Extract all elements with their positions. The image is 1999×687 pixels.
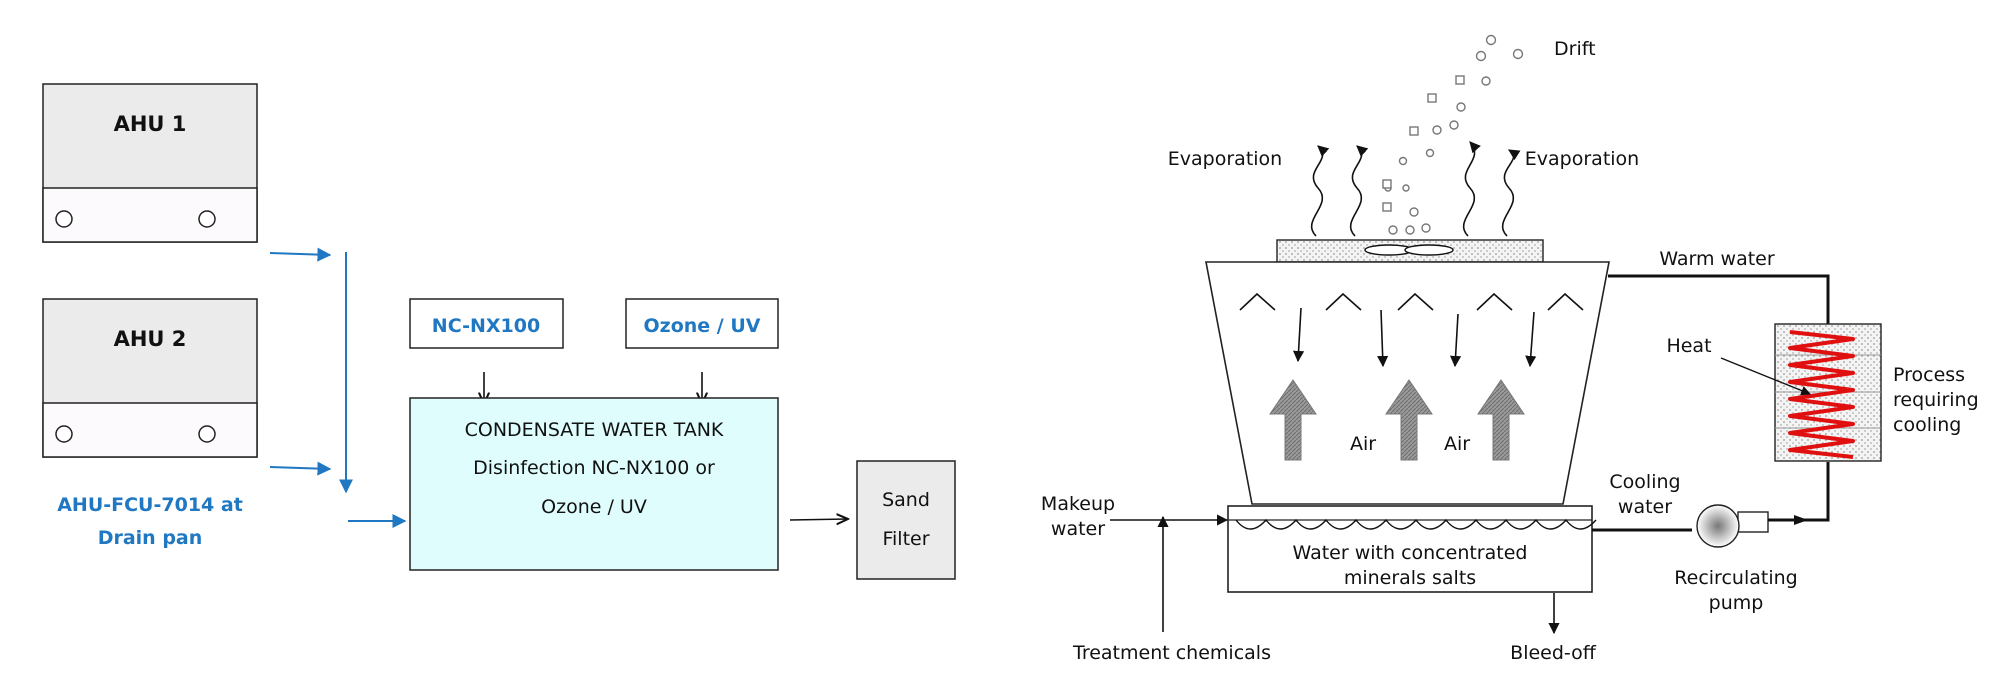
- filter-line2: Filter: [882, 528, 929, 550]
- evaporation-waves: [1310, 141, 1521, 237]
- process-label-line3: cooling: [1893, 414, 1961, 436]
- heat-pointer-arrow: [1720, 357, 1811, 396]
- tank-line3: Ozone / UV: [541, 496, 647, 518]
- air-flow-arrows: [1269, 379, 1525, 461]
- ozone-uv-box: Ozone / UV: [625, 298, 779, 349]
- fan-deck: [1276, 239, 1544, 263]
- ahu-2-unit: AHU 2: [42, 298, 258, 458]
- heating-coil: [1788, 330, 1855, 459]
- pump-label-line2: pump: [1709, 592, 1764, 614]
- condensate-flow-arrows: [269, 247, 407, 528]
- drift-particles: [1382, 34, 1524, 235]
- cooling-water-label-line1: Cooling: [1609, 471, 1680, 493]
- ahu-2-label: AHU 2: [114, 327, 187, 351]
- drift-label: Drift: [1554, 38, 1596, 60]
- tank-line2: Disinfection NC-NX100 or: [473, 457, 715, 479]
- filter-line1: Sand: [882, 489, 930, 511]
- nc-nx100-label: NC-NX100: [432, 315, 540, 337]
- air-label-2: Air: [1444, 433, 1470, 455]
- evaporation-left-label: Evaporation: [1168, 148, 1282, 170]
- cooling-tower-body: Air Air: [1205, 261, 1610, 505]
- condensate-water-tank: CONDENSATE WATER TANK Disinfection NC-NX…: [409, 397, 779, 571]
- nc-nx100-box: NC-NX100: [409, 298, 564, 349]
- makeup-label-line2: water: [1051, 518, 1105, 540]
- evaporation-right-label: Evaporation: [1525, 148, 1639, 170]
- heat-label: Heat: [1666, 335, 1711, 357]
- tank-title: CONDENSATE WATER TANK: [465, 419, 724, 441]
- source-label-line1: AHU-FCU-7014 at: [57, 494, 243, 516]
- sand-filter: Sand Filter: [856, 460, 956, 580]
- makeup-label-line1: Makeup: [1041, 493, 1115, 515]
- cold-water-basin: Water with concentrated minerals salts: [1227, 505, 1597, 593]
- process-loop-pipes: [1608, 274, 1830, 522]
- warm-water-label: Warm water: [1659, 248, 1775, 270]
- basin-label-line1: Water with concentrated: [1293, 542, 1528, 564]
- ahu-1-unit: AHU 1: [42, 83, 258, 243]
- return-flow-arrowhead: [1794, 515, 1808, 525]
- process-heat-exchanger: [1774, 323, 1882, 462]
- tank-to-filter-arrow: [789, 519, 848, 520]
- recirculating-pump: [1696, 504, 1769, 548]
- process-label-line1: Process: [1893, 364, 1965, 386]
- process-label-line2: requiring: [1893, 389, 1979, 411]
- air-label-1: Air: [1350, 433, 1376, 455]
- basin-label-line2: minerals salts: [1344, 567, 1476, 589]
- cooling-water-label-line2: water: [1618, 496, 1672, 518]
- bleed-off-label: Bleed-off: [1510, 642, 1597, 664]
- treatment-label: Treatment chemicals: [1072, 642, 1271, 664]
- pump-label-line1: Recirculating: [1674, 567, 1797, 589]
- ahu-1-label: AHU 1: [114, 112, 187, 136]
- ozone-uv-label: Ozone / UV: [644, 315, 761, 337]
- source-label-line2: Drain pan: [98, 527, 203, 549]
